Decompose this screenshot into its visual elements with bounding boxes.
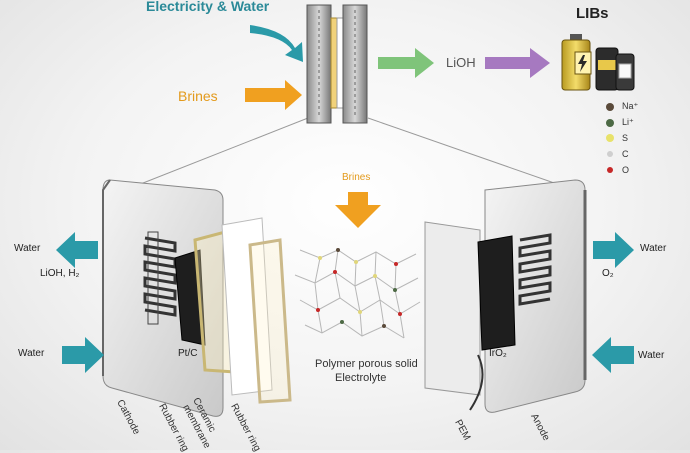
- brines-top-label: Brines: [178, 88, 218, 104]
- cathode-plate: [102, 179, 224, 417]
- lioh-label: LiOH: [446, 55, 476, 70]
- ceramic-membrane: [221, 217, 273, 396]
- rubber-ring-2: [248, 238, 292, 404]
- legend-item-o: O: [606, 165, 629, 175]
- legend-item-c: C: [606, 149, 629, 159]
- left-water-out-arrow: [56, 232, 98, 268]
- legend-item-s: S: [606, 133, 628, 143]
- left-water-in-label: Water: [18, 348, 45, 359]
- legend-label-s: S: [622, 133, 629, 143]
- legend-label-li: Li⁺: [622, 117, 634, 127]
- lioh-arrow-in: [378, 48, 434, 78]
- right-water-out-label: Water: [640, 243, 667, 254]
- catalyst-iro2: [477, 235, 516, 351]
- right-water-out-arrow: [593, 232, 634, 268]
- iro2-label: IrO₂: [489, 348, 507, 359]
- pem-lead: [469, 354, 484, 411]
- right-water-in-arrow: [592, 337, 634, 373]
- legend-item-li: Li⁺: [606, 117, 634, 128]
- libs-label: LIBs: [576, 5, 609, 22]
- ptc-label: Pt/C: [178, 348, 198, 359]
- electricity-water-label: Electricity & Water: [146, 0, 270, 14]
- top-cell: [306, 4, 368, 124]
- left-water-out-label: Water: [14, 243, 41, 254]
- legend-dot-c: [607, 151, 613, 157]
- legend-label-na: Na⁺: [622, 101, 639, 111]
- legend-dot-o: [607, 167, 613, 173]
- electricity-water-arrow: [250, 25, 303, 62]
- legend-dot-na: [606, 102, 614, 111]
- left-byproduct-label: LiOH, H₂: [40, 268, 80, 279]
- battery-icon: [561, 34, 635, 91]
- legend-dot-s: [606, 134, 614, 142]
- left-water-in-arrow: [62, 337, 104, 373]
- brines-center-label: Brines: [342, 172, 371, 183]
- perspective-lines: [137, 117, 561, 186]
- electrolyte-label-2: Electrolyte: [335, 372, 387, 384]
- polymer-nodes: [316, 248, 402, 328]
- lioh-arrow-out: [485, 48, 550, 78]
- pem-membrane: [424, 221, 481, 396]
- right-water-in-label: Water: [638, 350, 665, 361]
- legend-dot-li: [606, 118, 614, 127]
- legend-label-o: O: [622, 165, 630, 175]
- brines-arrow-center: [335, 192, 381, 228]
- electrolyte-label-1: Polymer porous solid: [315, 358, 418, 370]
- legend-item-na: Na⁺: [606, 101, 638, 112]
- legend-label-c: C: [622, 149, 629, 159]
- right-byproduct-label: O₂: [602, 268, 614, 279]
- brines-arrow-top: [245, 80, 302, 110]
